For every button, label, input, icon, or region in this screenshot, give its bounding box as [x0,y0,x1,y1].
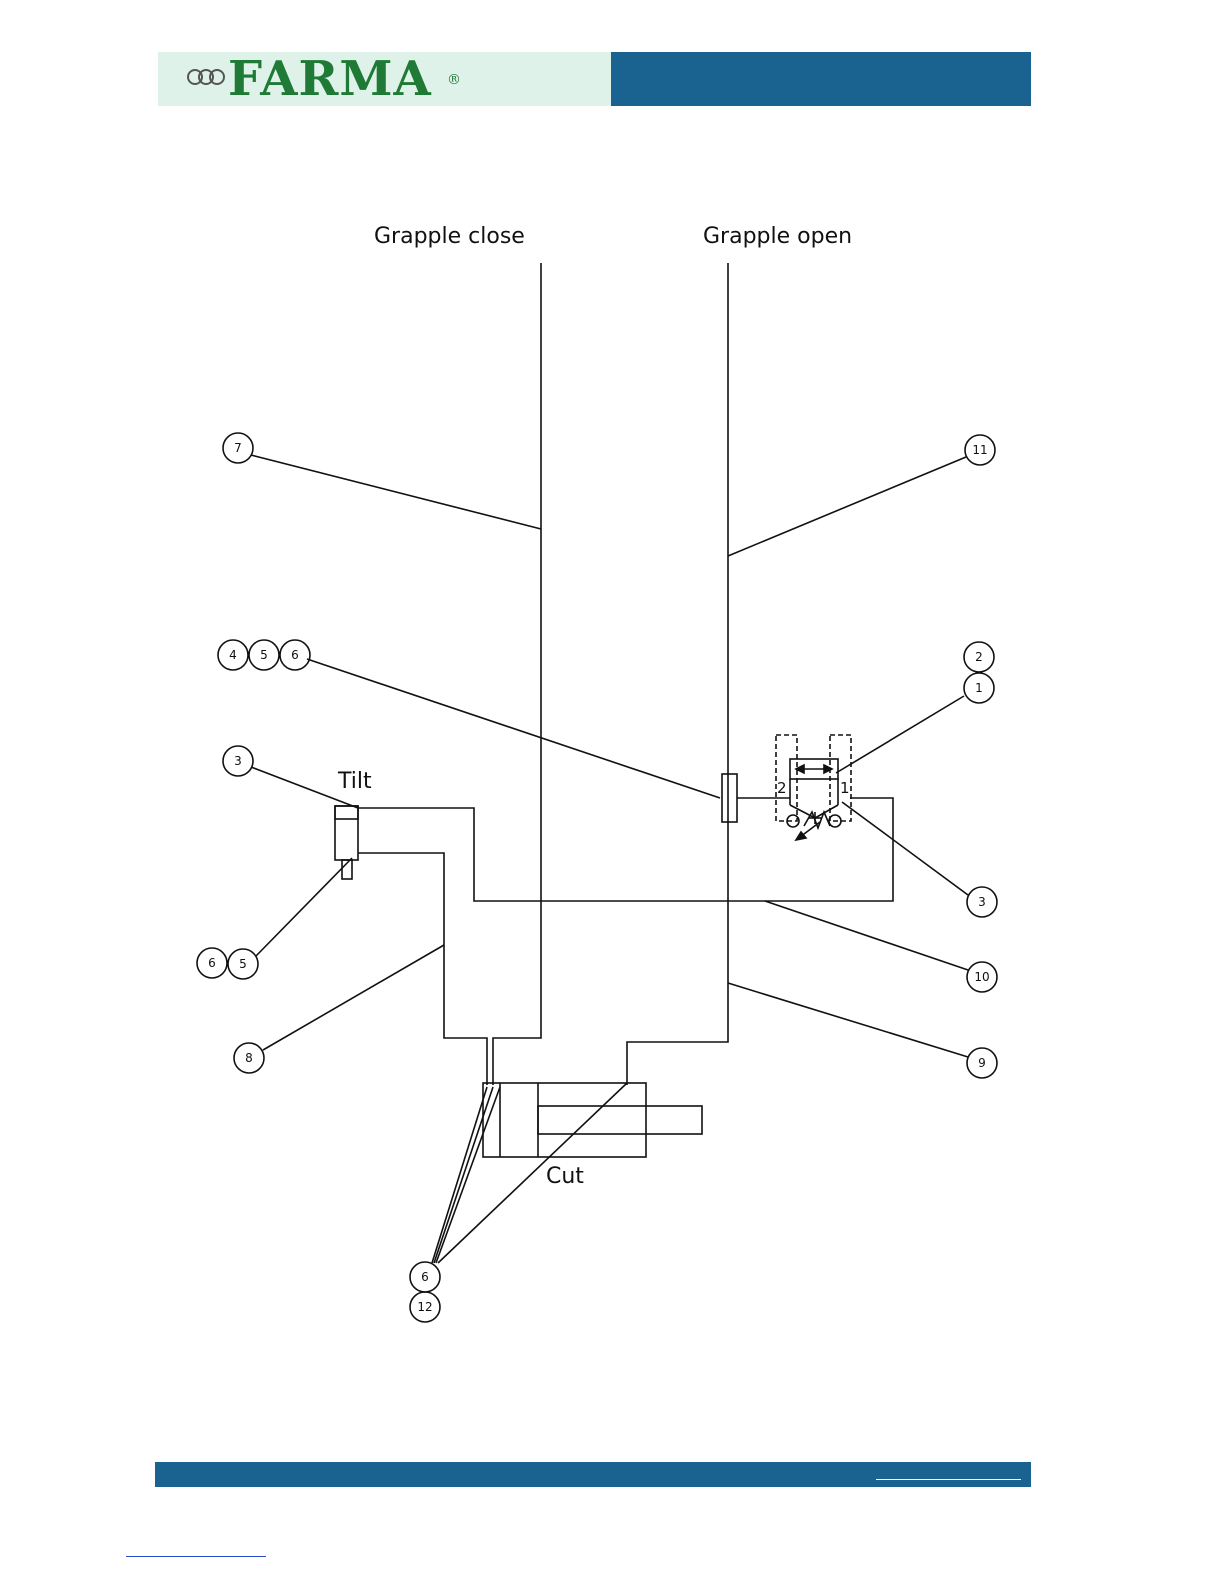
callout-4: 4 [229,648,237,662]
grapple-close-label: Grapple close [374,224,525,249]
callout-3-right: 3 [978,895,986,909]
callout-12: 12 [417,1300,432,1314]
callout-10: 10 [974,970,989,984]
valve-port-1-label: 1 [840,779,850,797]
tilt-label: Tilt [337,769,372,794]
callout-2: 2 [975,650,983,664]
callout-1: 1 [975,681,983,695]
cut-label: Cut [546,1164,584,1189]
grapple-open-label: Grapple open [703,224,852,249]
callout-6: 6 [291,648,299,662]
page-link-underline [126,1556,266,1557]
footer-link-underline [876,1479,1021,1480]
callout-5: 5 [260,648,268,662]
callout-11: 11 [972,443,987,457]
callout-6-low: 6 [208,956,216,970]
hose-8 [358,853,487,1085]
valve-port-2-label: 2 [777,779,787,797]
callout-9: 9 [978,1056,986,1070]
footer-bar [155,1462,1031,1487]
callout-3-left: 3 [234,754,242,768]
callout-8: 8 [245,1051,253,1065]
grapple-close-line [493,263,541,1085]
callout-5-low: 5 [239,957,247,971]
callout-7: 7 [234,441,242,455]
callout-6-bottom: 6 [421,1270,429,1284]
grapple-open-line [627,263,728,1085]
